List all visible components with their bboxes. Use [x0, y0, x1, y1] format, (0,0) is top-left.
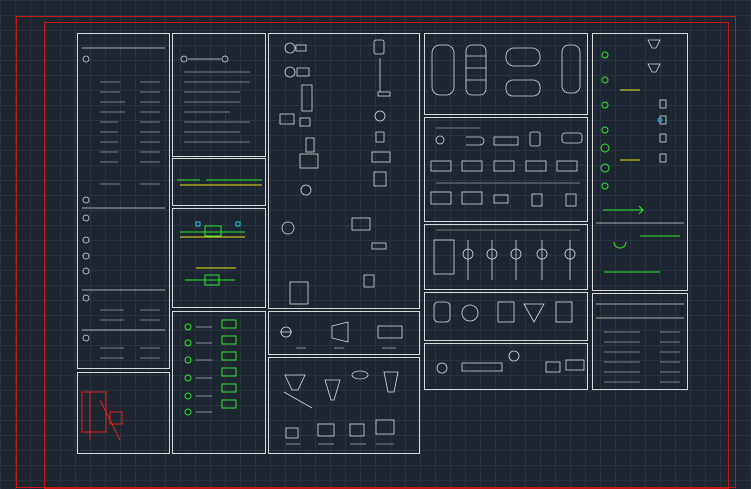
- legend-panel-pumps: [268, 33, 420, 309]
- legend-panel-tie-in: [77, 372, 170, 454]
- legend-panel-fittings: [592, 33, 688, 291]
- legend-panel-conveyors: [268, 357, 420, 454]
- legend-panel-instruments: [172, 311, 266, 454]
- legend-panel-piping: [172, 208, 266, 308]
- legend-panel-mixers: [424, 224, 588, 290]
- legend-panel-line-types: [77, 33, 170, 369]
- legend-panel-heat-exchangers: [424, 117, 588, 222]
- cad-symbol-artwork: [81, 39, 684, 445]
- legend-panel-valves: [172, 33, 266, 157]
- legend-panel-vessels: [424, 33, 588, 115]
- legend-panel-line-symbols: [172, 158, 266, 206]
- legend-panel-compressors: [268, 311, 420, 355]
- legend-panel-feeders: [424, 343, 588, 390]
- legend-panel-dryers: [424, 292, 588, 341]
- legend-panel-abbreviations: [592, 293, 688, 390]
